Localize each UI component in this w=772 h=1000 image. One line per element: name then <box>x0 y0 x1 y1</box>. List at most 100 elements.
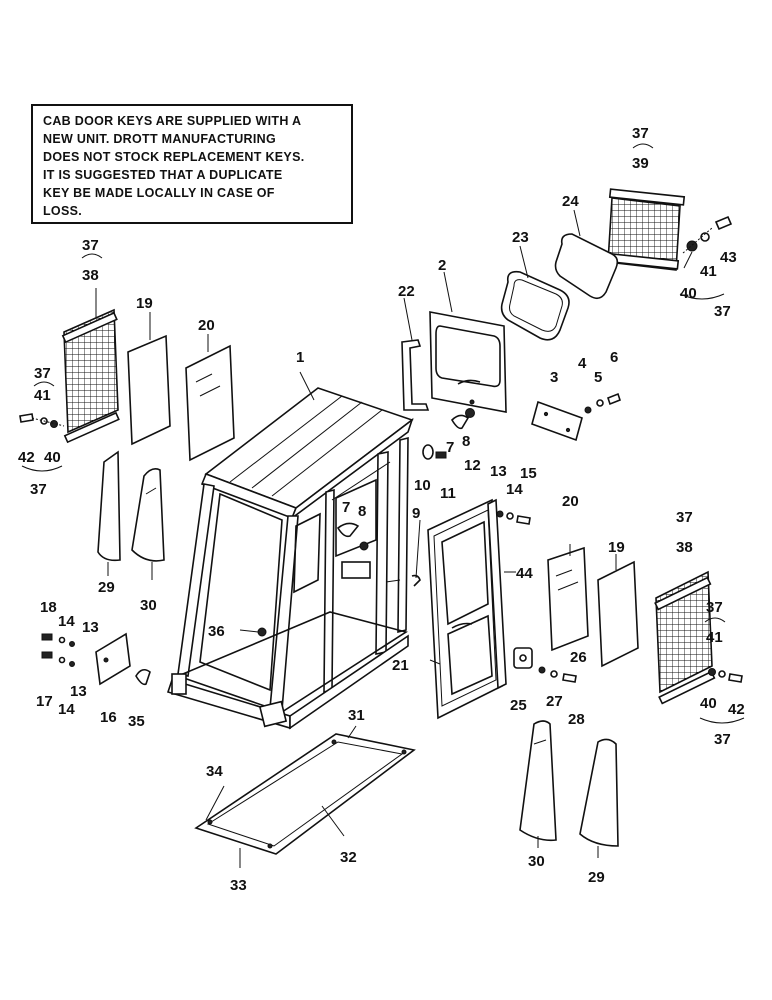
callout-19: 19 <box>136 295 153 312</box>
right-window-screen-38 <box>654 570 716 705</box>
callout-12: 12 <box>464 457 481 474</box>
callout-15: 15 <box>520 465 537 482</box>
bushing-10 <box>422 444 434 460</box>
lock-hardware-26-27-28 <box>538 666 577 683</box>
callout-22: 22 <box>398 283 415 300</box>
callout-33: 33 <box>230 877 247 894</box>
callout-39: 39 <box>632 155 649 172</box>
callout-30: 30 <box>528 853 545 870</box>
screen-hardware-37-top <box>682 215 733 254</box>
window-glass-20-left <box>185 344 235 462</box>
leader-lines <box>95 209 693 868</box>
callout-8: 8 <box>358 503 366 520</box>
nut-8-upper <box>465 408 475 418</box>
callout-7: 7 <box>446 439 454 456</box>
door-hardware-13-14-15 <box>496 510 531 525</box>
screen-hardware-37-right <box>708 668 743 683</box>
note-line: LOSS. <box>43 204 83 218</box>
callout-37: 37 <box>82 237 99 254</box>
floor-mat-31-34 <box>194 733 416 855</box>
callout-14: 14 <box>58 701 75 718</box>
callout-10: 10 <box>414 477 431 494</box>
callout-38: 38 <box>82 267 99 284</box>
callout-29: 29 <box>588 869 605 886</box>
callout-13: 13 <box>490 463 507 480</box>
window-glass-20-right <box>547 546 589 652</box>
callout-34: 34 <box>206 763 223 780</box>
callout-13: 13 <box>82 619 99 636</box>
latch-handle-7-lower <box>336 522 360 538</box>
plate-3 <box>531 400 583 442</box>
callout-41: 41 <box>700 263 717 280</box>
callout-41: 41 <box>34 387 51 404</box>
callout-42: 42 <box>728 701 745 718</box>
callout-9: 9 <box>412 505 420 522</box>
window-seal-19-right <box>597 560 639 668</box>
callout-40: 40 <box>700 695 717 712</box>
window-glass-24 <box>554 233 619 300</box>
window-29-right <box>579 738 619 847</box>
callout-20: 20 <box>198 317 215 334</box>
cab-frame-1 <box>166 387 414 730</box>
callout-labels: 37 39 24 23 2 22 43 41 40 37 37 38 19 20… <box>18 125 745 894</box>
callout-7: 7 <box>342 499 350 516</box>
callout-42: 42 <box>18 449 35 466</box>
callout-35: 35 <box>128 713 145 730</box>
grommet-36 <box>257 627 267 637</box>
callout-37: 37 <box>632 125 649 142</box>
lock-25 <box>513 647 533 669</box>
rear-panel-2 <box>429 311 507 413</box>
clip-35 <box>135 668 151 686</box>
callout-14: 14 <box>506 481 523 498</box>
callout-31: 31 <box>348 707 365 724</box>
weatherstrip-22 <box>401 339 430 411</box>
callout-37: 37 <box>714 731 731 748</box>
callout-4: 4 <box>578 355 587 372</box>
callout-38: 38 <box>676 539 693 556</box>
note-line: CAB DOOR KEYS ARE SUPPLIED WITH A <box>43 114 302 128</box>
callout-5: 5 <box>594 369 602 386</box>
callout-30: 30 <box>140 597 157 614</box>
nut-8-lower <box>359 541 369 551</box>
callout-27: 27 <box>546 693 563 710</box>
screen-hardware-37-left <box>19 413 65 428</box>
window-seal-23 <box>500 270 570 341</box>
callout-43: 43 <box>720 249 737 266</box>
grouping-braces <box>21 143 745 724</box>
callout-44: 44 <box>516 565 533 582</box>
left-window-screen-38 <box>61 308 120 444</box>
callout-20: 20 <box>562 493 579 510</box>
callout-14: 14 <box>58 613 75 630</box>
callout-37: 37 <box>676 509 693 526</box>
callout-37: 37 <box>30 481 47 498</box>
callout-11: 11 <box>440 485 456 502</box>
note-line: NEW UNIT. DROTT MANUFACTURING <box>43 132 276 146</box>
callout-19: 19 <box>608 539 625 556</box>
callout-26: 26 <box>570 649 587 666</box>
callout-18: 18 <box>40 599 57 616</box>
callout-40: 40 <box>44 449 61 466</box>
callout-37: 37 <box>714 303 731 320</box>
callout-37: 37 <box>706 599 723 616</box>
callout-21: 21 <box>392 657 409 674</box>
callout-3: 3 <box>550 369 558 386</box>
hardware-4-5-6 <box>584 392 621 414</box>
bracket-16 <box>95 632 131 686</box>
window-29-left <box>97 450 121 562</box>
callout-28: 28 <box>568 711 585 728</box>
callout-32: 32 <box>340 849 357 866</box>
hardware-17-18-left <box>41 633 75 667</box>
callout-25: 25 <box>510 697 527 714</box>
hinge-pin-9 <box>411 574 421 587</box>
callout-41: 41 <box>706 629 723 646</box>
callout-37: 37 <box>34 365 51 382</box>
callout-23: 23 <box>512 229 529 246</box>
note-line: DOES NOT STOCK REPLACEMENT KEYS. <box>43 150 305 164</box>
door-21 <box>427 498 503 720</box>
window-seal-19-left <box>127 334 171 446</box>
callout-1: 1 <box>296 349 304 366</box>
note-line: IT IS SUGGESTED THAT A DUPLICATE <box>43 168 283 182</box>
callout-40: 40 <box>680 285 697 302</box>
window-30-right <box>519 720 557 842</box>
